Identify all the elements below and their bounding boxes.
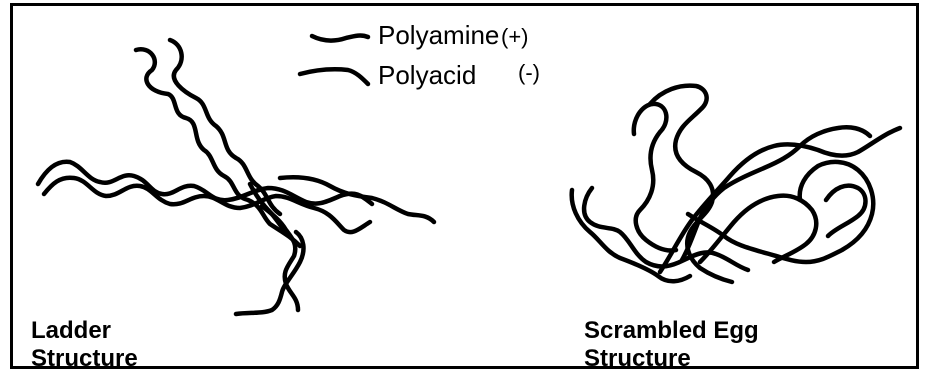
legend-polyacid-sign: (-) <box>518 58 540 88</box>
ladder-structure-label-line1: Ladder <box>31 317 111 345</box>
scrambled-egg-label-line2: Structure <box>584 345 691 373</box>
scrambled-strand-d <box>572 190 690 281</box>
scrambled-strand-g <box>826 186 866 236</box>
scrambled-strand-c <box>584 188 748 270</box>
legend-polyamine-strand <box>312 35 368 40</box>
ladder-structure-label-line2: Structure <box>31 345 138 373</box>
legend-polyacid-strand <box>300 69 368 84</box>
legend-polyamine-label: Polyamine <box>378 20 499 50</box>
scrambled-egg-label-line1: Scrambled Egg <box>584 317 759 345</box>
legend-swatches <box>300 35 368 84</box>
legend-polyamine-sign: (+) <box>501 22 529 52</box>
legend-polyacid-label: Polyacid <box>378 60 476 90</box>
scrambled-egg-structure <box>572 86 900 282</box>
scrambled-strand-b <box>650 86 732 282</box>
ladder-structure <box>38 40 434 314</box>
scrambled-strand-a <box>634 104 676 251</box>
